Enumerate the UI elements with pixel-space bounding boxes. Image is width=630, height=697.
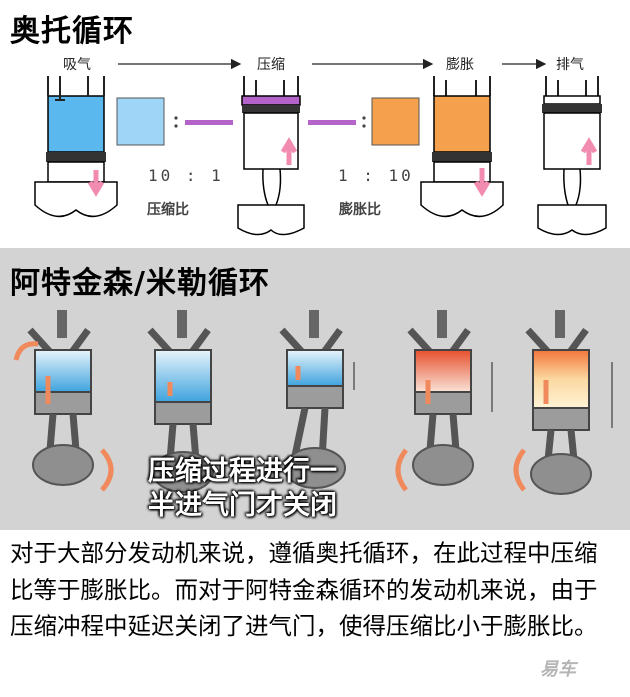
stroke-label-intake: 吸气 xyxy=(63,57,91,73)
intake-volume-block xyxy=(116,97,165,146)
expansion-start-bar xyxy=(308,120,356,125)
atkinson-engine-3 xyxy=(279,310,355,489)
atkinson-engine-1 xyxy=(13,310,114,492)
stroke-label-exhaust: 排气 xyxy=(556,57,584,73)
atkinson-caption: 压缩过程进行一 半进气门才关闭 xyxy=(148,455,337,523)
atkinson-cycle-title: 阿特金森/米勒循环 xyxy=(10,266,270,301)
otto-engine-intake xyxy=(34,76,118,218)
otto-engine-exhaust xyxy=(537,76,607,236)
atkinson-caption-line-1: 压缩过程进行一 xyxy=(148,456,337,487)
otto-engine-power xyxy=(420,76,504,218)
expansion-ratio-value: 1 : 10 xyxy=(338,166,414,185)
compression-ratio-value: 10 : 1 xyxy=(148,166,224,185)
atkinson-caption-line-2: 半进气门才关闭 xyxy=(148,490,337,521)
compression-ratio-label: 压缩比 xyxy=(147,202,189,218)
atkinson-engine-2 xyxy=(147,310,214,493)
expansion-ratio-label: 膨胀比 xyxy=(339,202,381,218)
otto-cycle-diagram xyxy=(34,58,607,236)
watermark-logo: 易车 xyxy=(540,659,576,680)
stroke-label-compression: 压缩 xyxy=(257,57,285,73)
otto-engine-compression xyxy=(237,76,305,236)
stroke-label-power: 膨胀 xyxy=(446,57,474,73)
otto-cycle-title: 奥托循环 xyxy=(10,14,134,49)
expanded-volume-block xyxy=(371,97,420,146)
atkinson-engine-4 xyxy=(395,310,493,492)
compressed-volume-bar xyxy=(185,120,233,125)
description-text: 对于大部分发动机来说，遵循奥托循环，在此过程中压缩比等于膨胀比。而对于阿特金森循… xyxy=(10,539,598,640)
atkinson-cycle-diagram xyxy=(13,310,613,495)
atkinson-engine-5 xyxy=(513,310,613,495)
